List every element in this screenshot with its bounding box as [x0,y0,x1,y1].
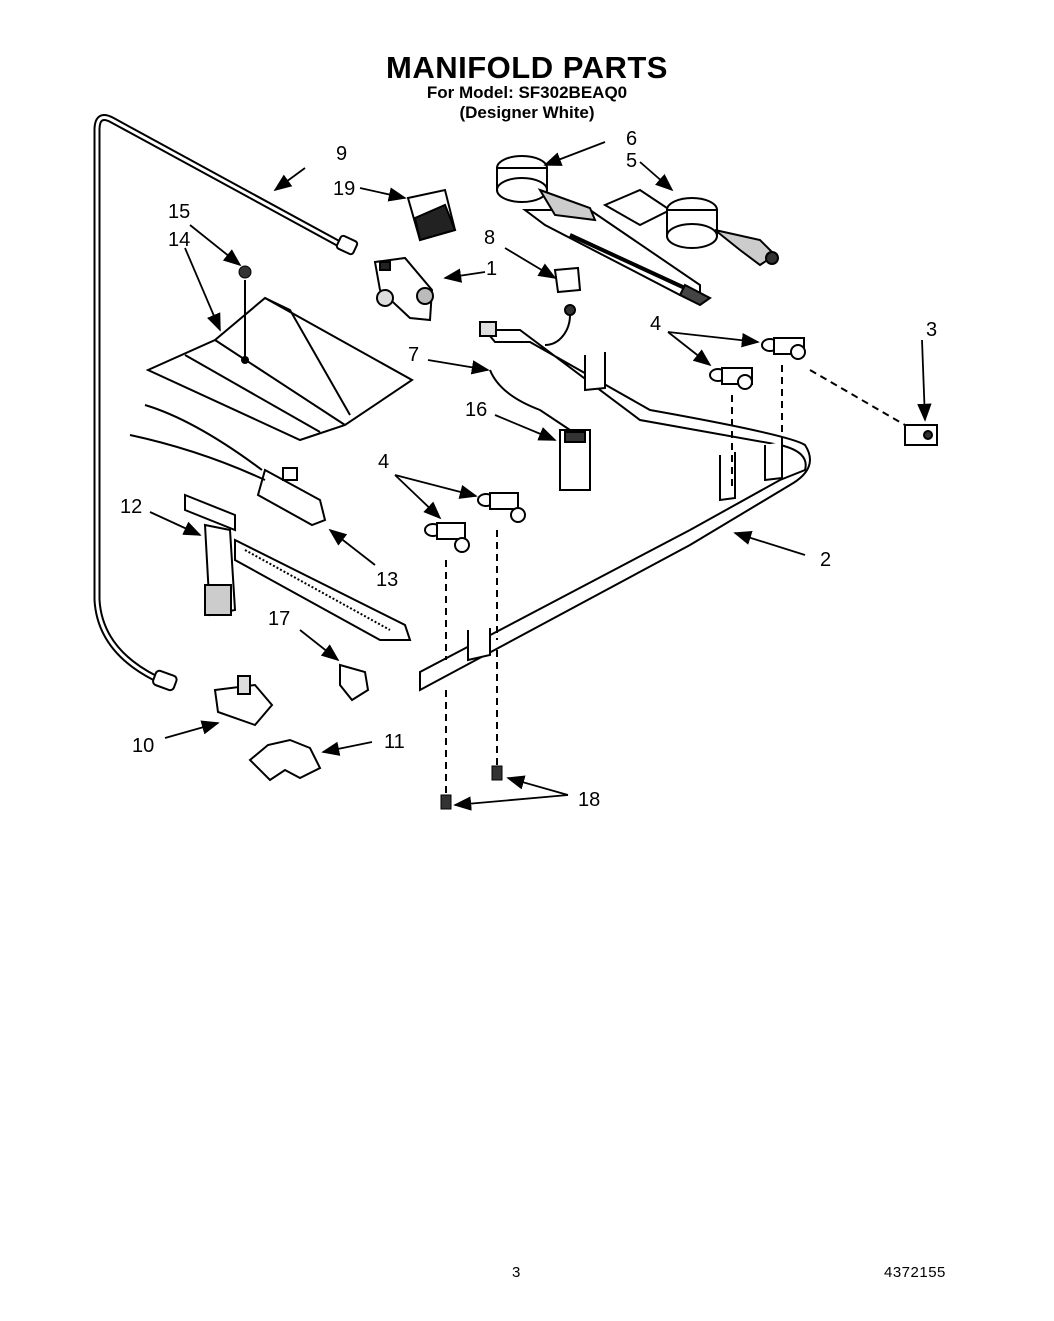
document-number: 4372155 [884,1264,946,1281]
callout-14: 14 [168,229,190,251]
page-title: MANIFOLD PARTS [386,50,668,85]
callout-4-right: 4 [650,313,661,335]
orifice-4-a [709,367,753,490]
model-line: For Model: SF302BEAQ0 [426,83,628,102]
bracket-19 [406,188,457,242]
callout-11: 11 [384,731,405,753]
callout-8: 8 [484,227,495,249]
callout-18: 18 [578,789,600,811]
color-line: (Designer White) [459,103,595,122]
callout-2: 2 [820,549,831,571]
callout-13: 13 [376,569,398,591]
bake-burner-12 [184,493,412,641]
callout-12: 12 [120,496,142,518]
orifice-4-b [761,337,806,470]
leader-arrows [149,141,932,811]
orifice-4-c [424,522,470,660]
baffle-14 [145,296,414,442]
callout-10: 10 [132,735,154,757]
screws-18 [440,765,503,810]
callout-16: 16 [465,399,487,421]
callout-15: 15 [168,201,190,223]
ignition-module-16 [559,429,591,491]
page-number: 3 [512,1264,521,1281]
burner-6 [496,155,712,307]
callout-4-left: 4 [378,451,389,473]
clip-8 [544,266,582,346]
gas-tube [93,114,359,692]
orifice-4-d [477,492,526,640]
callout-7: 7 [408,344,419,366]
nut-15 [238,265,252,360]
manifold-pipe [419,321,811,692]
callout-6: 6 [626,128,637,150]
callout-9: 9 [336,143,347,165]
screw-leaders [445,369,906,795]
clip-17 [339,663,370,702]
connector-3 [904,424,938,446]
burner-5 [602,188,779,267]
bracket-11 [248,738,322,782]
valve-1 [373,256,434,322]
callout-3: 3 [926,319,937,341]
callout-1: 1 [486,258,497,280]
wire-7 [489,369,571,431]
callout-5: 5 [626,150,637,172]
callout-19: 19 [333,178,355,200]
igniter-13 [129,404,327,527]
callout-17: 17 [268,608,290,630]
part-10 [213,675,274,727]
